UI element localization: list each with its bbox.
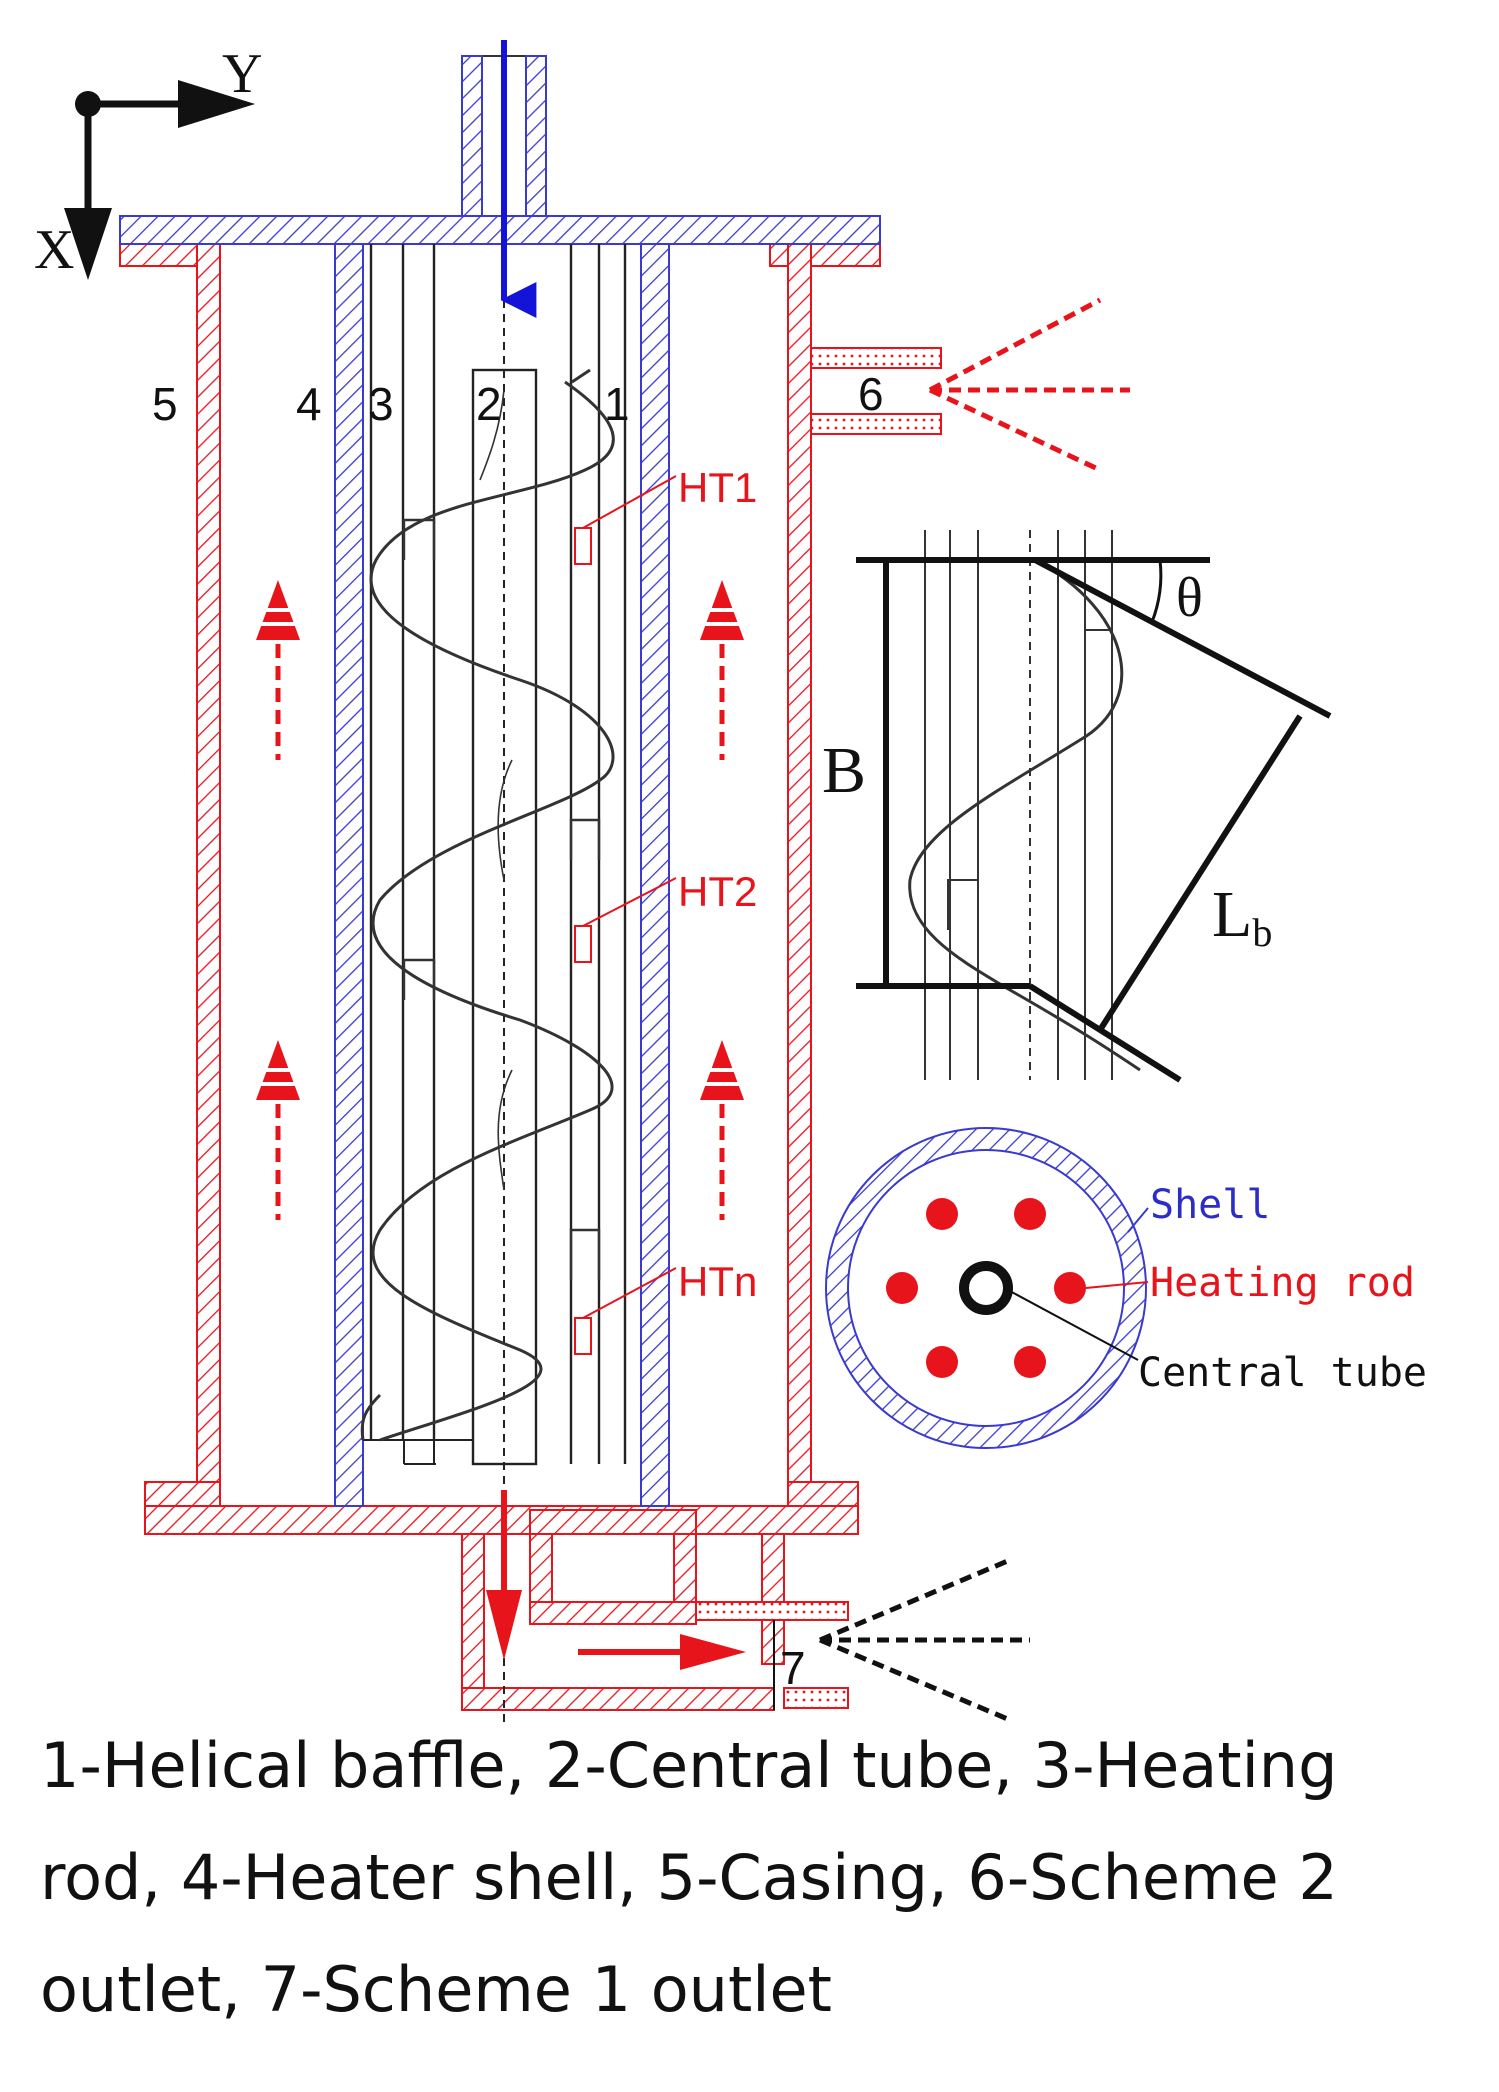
heating-rod-label: Heating rod [1150,1260,1415,1306]
sensor-ht1-label: HT1 [678,464,757,511]
central-tube-label: Central tube [1138,1350,1427,1396]
sensors: HT1 HT2 HTn [574,464,757,1355]
bottom-outflow-arrows [486,1490,746,1670]
component-numbers: 5 4 3 2 1 6 7 [152,368,884,1694]
coordinate-axes: Y X [34,43,262,281]
figure-caption: 1-Helical baffle, 2-Central tube, 3-Heat… [40,1729,1338,2026]
helical-baffle [360,368,615,1442]
label-4: 4 [296,378,322,430]
label-5: 5 [152,378,178,430]
label-1: 1 [604,378,630,430]
length-label: Lb [1212,878,1272,955]
sensor-htn-label: HTn [678,1258,757,1305]
label-2: 2 [476,378,502,430]
axis-y-label: Y [222,43,262,105]
angle-label: θ [1176,567,1203,629]
pitch-label: B [822,734,866,807]
cross-section: Shell Heating rod Central tube [825,1127,1427,1449]
scheme1-outlet-arrows [819,1557,1030,1723]
shell-label: Shell [1150,1182,1270,1228]
label-6: 6 [858,368,884,420]
baffle-detail: θ B Lb [822,530,1332,1083]
label-3: 3 [368,378,394,430]
label-7: 7 [780,1642,806,1694]
upflow-arrows [256,580,744,1220]
heater-shell [119,55,881,1507]
axis-x-label: X [34,219,74,281]
casing [119,243,942,1711]
scheme2-outlet-arrows [928,297,1130,473]
sensor-ht2-label: HT2 [678,868,757,915]
